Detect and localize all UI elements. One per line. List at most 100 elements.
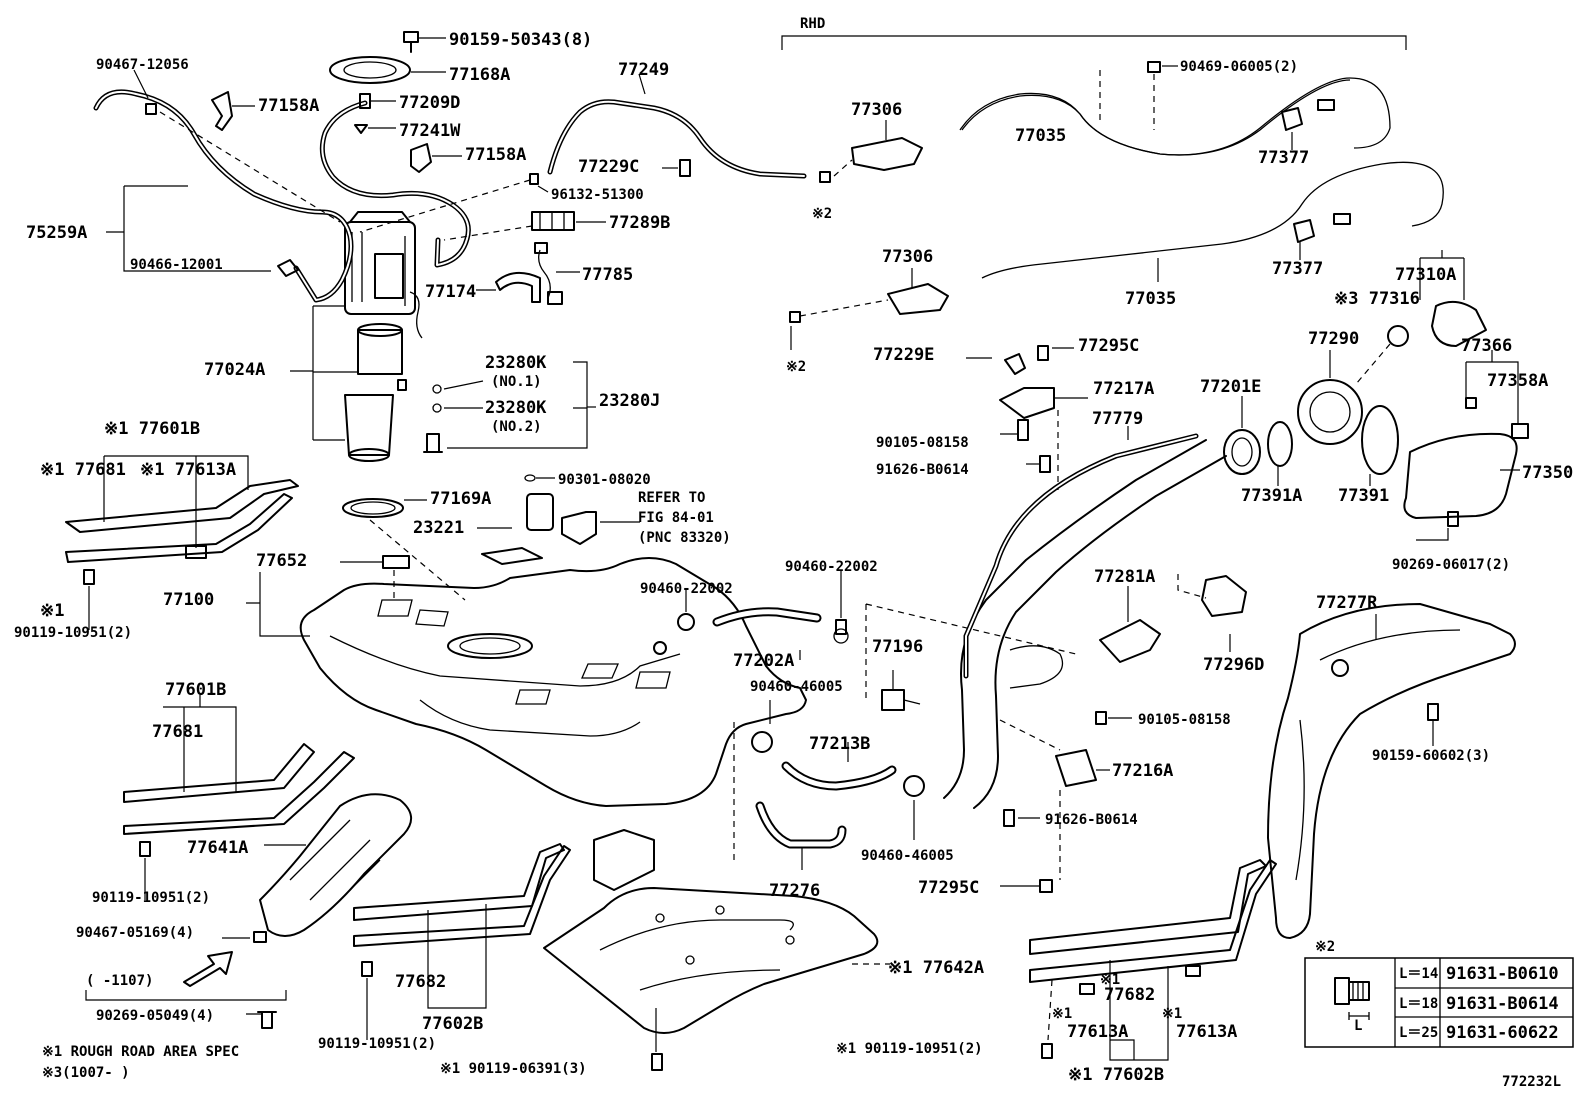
label-90460-22002-a: 90460-22002: [640, 581, 733, 597]
label-77779: 77779: [1092, 409, 1143, 429]
label-77241W: 77241W: [399, 121, 461, 141]
label-77613A-b: 77613A: [1176, 1022, 1237, 1042]
label-77295C-a: 77295C: [1078, 336, 1139, 356]
label-x77642A: ※1 77642A: [888, 958, 984, 978]
footnote-1: ※1 ROUGH ROAD AREA SPEC: [42, 1044, 239, 1060]
bolt-row-2-length: L＝18: [1399, 996, 1438, 1012]
label-77201E: 77201E: [1200, 377, 1261, 397]
label-77281A: 77281A: [1094, 567, 1155, 587]
label-77100: 77100: [163, 590, 214, 610]
filler-neck: [943, 250, 1529, 893]
label-no2: (NO.2): [491, 419, 542, 435]
label-77229C: 77229C: [578, 157, 639, 177]
label-x77601B: ※1 77601B: [104, 419, 200, 439]
label-90119-10951-c: 90119-10951(2): [318, 1036, 436, 1052]
label-90466-12001: 90466-12001: [130, 257, 223, 273]
label-23280K-2: 23280K: [485, 398, 547, 418]
bolt-row-2-part: 91631-B0614: [1446, 994, 1559, 1014]
footnote-3: ※3(1007- ): [42, 1065, 130, 1081]
label-77169A: 77169A: [430, 489, 491, 509]
label-77682-b: 77682: [1104, 985, 1155, 1005]
left-straps: [123, 695, 355, 900]
right-straps: [1029, 859, 1277, 1061]
bolt-table: ※2 L L＝14 91631-B0610 L＝18 91631-B0614 L…: [1304, 939, 1574, 1048]
label-75259A: 75259A: [26, 223, 87, 243]
label-90469-06005: 90469-06005(2): [1180, 59, 1298, 75]
label-refer-to: REFER TO: [638, 490, 705, 506]
label-77377-b: 77377: [1272, 259, 1323, 279]
label-x1-d: ※1: [1162, 1006, 1182, 1022]
label-77035-b: 77035: [1125, 289, 1176, 309]
part-labels: 90159-50343(8) 90467-12056 77168A 77249 …: [14, 30, 1573, 1090]
rhd-opener-cables: [789, 61, 1444, 350]
label-77277R: 77277R: [1316, 593, 1378, 613]
label-23221: 23221: [413, 518, 464, 538]
label-77391: 77391: [1338, 486, 1389, 506]
label-77306-a: 77306: [851, 100, 902, 120]
label-77350: 77350: [1522, 463, 1573, 483]
label-91626-B0614-b: 91626-B0614: [1045, 812, 1138, 828]
label-77217A: 77217A: [1093, 379, 1154, 399]
label-90460-46005-b: 90460-46005: [861, 848, 954, 864]
left-straps-rough-road: [65, 455, 299, 630]
bolt-row-1-part: 91631-B0610: [1446, 964, 1559, 984]
label-no1: (NO.1): [491, 374, 542, 390]
label-x90119-10951: ※1 90119-10951(2): [836, 1041, 983, 1057]
label-77158A-1: 77158A: [258, 96, 319, 116]
label-77358A: 77358A: [1487, 371, 1548, 391]
diagram-id: 772232L: [1502, 1074, 1561, 1090]
label-77196: 77196: [872, 637, 923, 657]
label-77229E: 77229E: [873, 345, 934, 365]
label-77024A: 77024A: [204, 360, 265, 380]
label-96132-51300: 96132-51300: [551, 187, 644, 203]
label-77682-a: 77682: [395, 972, 446, 992]
bolt-row-1-length: L＝14: [1399, 966, 1438, 982]
label-23280J: 23280J: [599, 391, 660, 411]
heat-insulator: [259, 793, 412, 937]
label-90119-10951-a: 90119-10951(2): [14, 625, 132, 641]
label-x1-c: ※1: [1052, 1006, 1072, 1022]
bolt-row-3-length: L＝25: [1399, 1025, 1438, 1041]
label-x77681: ※1 77681: [40, 460, 126, 480]
fuel-pump-assembly: [290, 31, 640, 601]
filler-hoses: [677, 570, 1077, 870]
label-x77613A: ※1 77613A: [140, 460, 236, 480]
label-refer-fig: FIG 84-01: [638, 510, 714, 526]
fuel-tank: [246, 555, 807, 807]
bolt-table-title: ※2: [1315, 939, 1335, 955]
label-77391A: 77391A: [1241, 486, 1302, 506]
label-x2-a: ※2: [812, 206, 832, 222]
label-refer-pnc: (PNC 83320): [638, 530, 731, 546]
label-77202A: 77202A: [733, 651, 794, 671]
label-90301-08020: 90301-08020: [558, 472, 651, 488]
label-77296D: 77296D: [1203, 655, 1264, 675]
label-x77602B: ※1 77602B: [1068, 1065, 1164, 1085]
label-77276: 77276: [769, 881, 820, 901]
label-90119-10951-b: 90119-10951(2): [92, 890, 210, 906]
label-90467-05169: 90467-05169(4): [76, 925, 194, 941]
label-90269-05049: 90269-05049(4): [96, 1008, 214, 1024]
label-77613A-a: 77613A: [1067, 1022, 1128, 1042]
label-77377-a: 77377: [1258, 148, 1309, 168]
label-77602B-a: 77602B: [422, 1014, 483, 1034]
label-77174: 77174: [425, 282, 476, 302]
label-77035-a: 77035: [1015, 126, 1066, 146]
label-x1-a: ※1: [40, 601, 64, 621]
label-77168A: 77168A: [449, 65, 510, 85]
label-x90119-06391: ※1 90119-06391(3): [440, 1061, 587, 1077]
label-77306-b: 77306: [882, 247, 933, 267]
rhd-bracket: RHD: [781, 16, 1407, 50]
label-90105-08158-b: 90105-08158: [1138, 712, 1231, 728]
label-77785: 77785: [582, 265, 633, 285]
label-77290: 77290: [1308, 329, 1359, 349]
skid-plate: [543, 829, 890, 1071]
front-arrow: [85, 931, 287, 1029]
bolt-row-3-part: 91631-60622: [1446, 1023, 1559, 1043]
filler-protector: [1267, 603, 1516, 939]
label-77158A-2: 77158A: [465, 145, 526, 165]
middle-straps: [353, 843, 571, 1040]
label-90159-60602: 90159-60602(3): [1372, 748, 1490, 764]
label-90269-06017: 90269-06017(2): [1392, 557, 1510, 573]
label-77289B: 77289B: [609, 213, 670, 233]
